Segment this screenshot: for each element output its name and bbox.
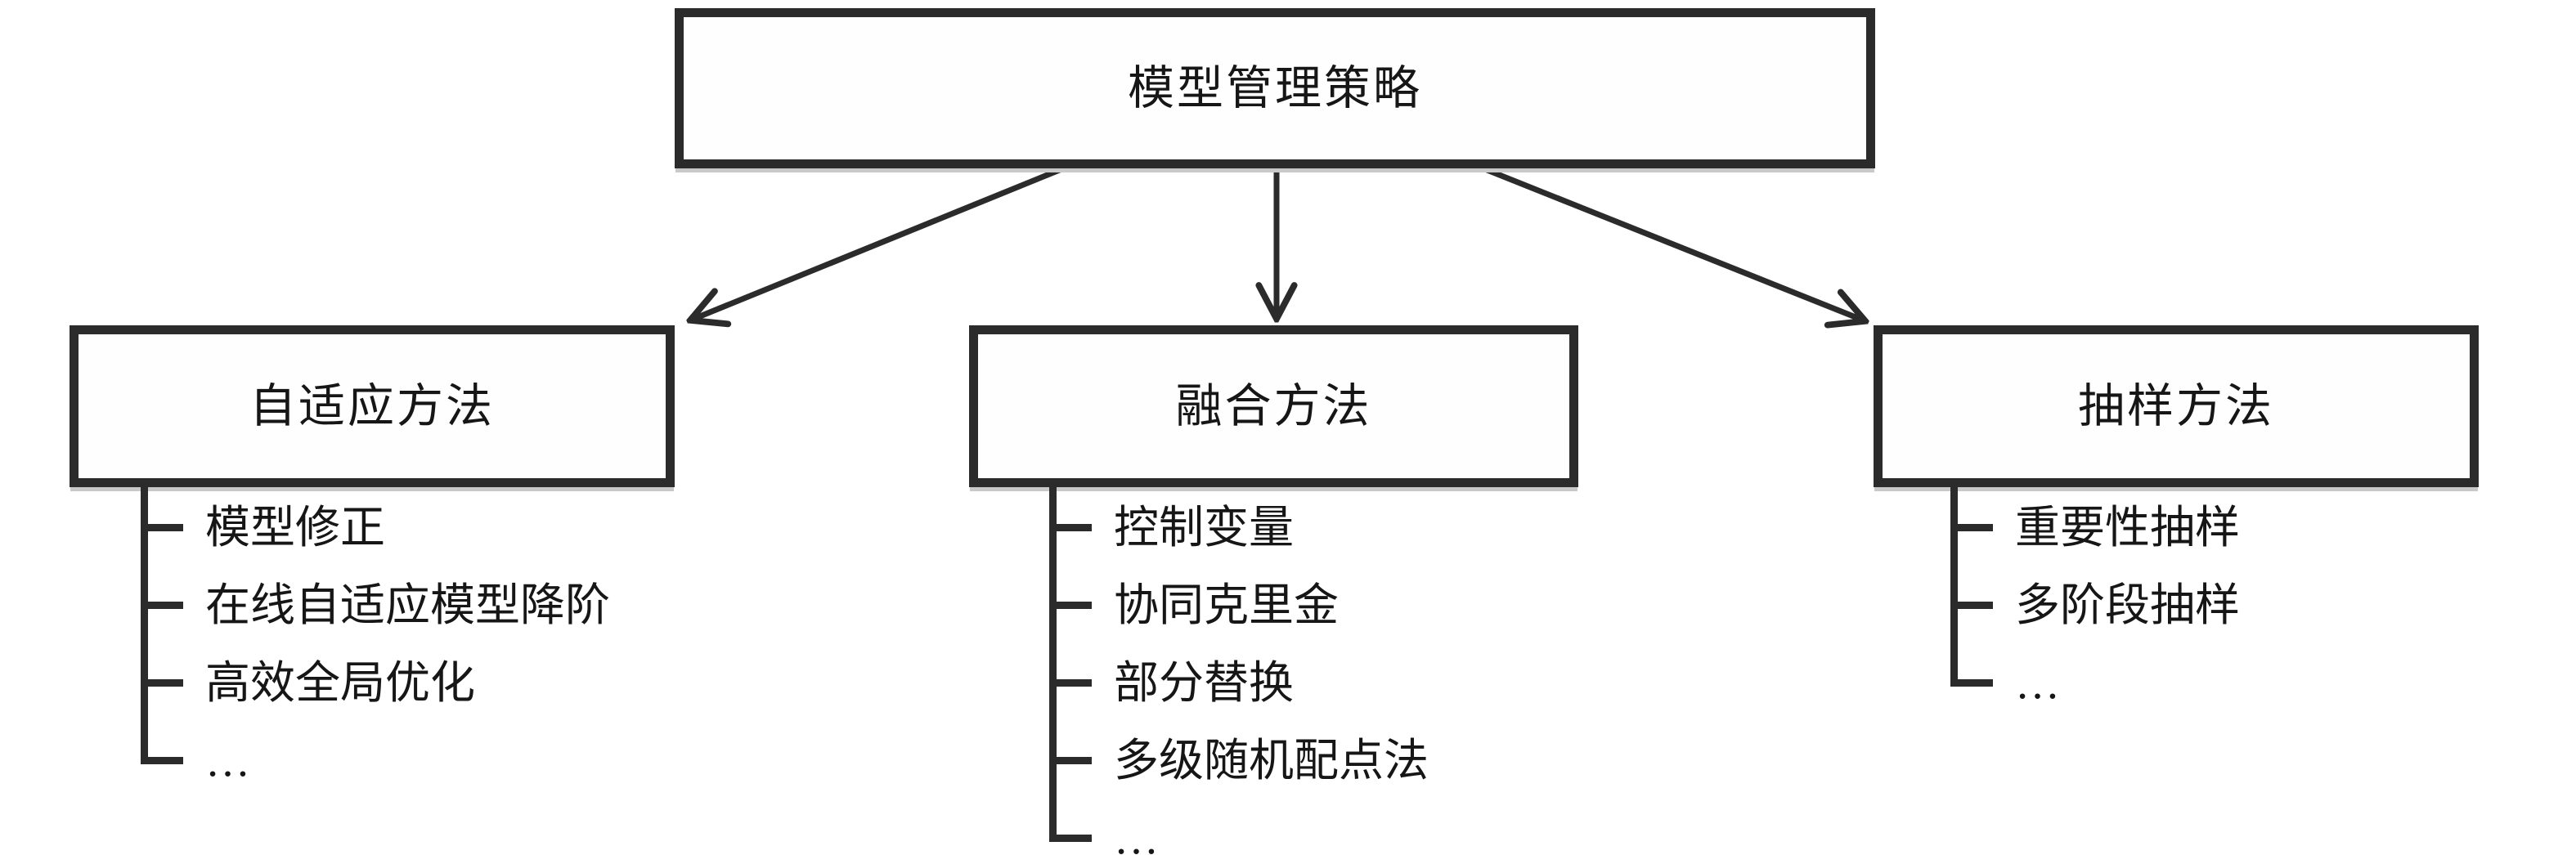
branch-item: …: [1049, 799, 1638, 855]
arrow-root-to-sampling: [1483, 166, 1864, 320]
branch-item-label: …: [1114, 813, 1159, 855]
tick-mark: [1950, 602, 1993, 609]
branch-item: 在线自适应模型降阶: [141, 566, 729, 644]
branch-item-label: 模型修正: [205, 503, 386, 553]
tick-mark: [1049, 524, 1092, 531]
branch-list-adaptive: 模型修正在线自适应模型降阶高效全局优化 …: [141, 485, 729, 799]
branch-box-sampling: 抽样方法: [1874, 325, 2479, 487]
branch-label-sampling: 抽样方法: [2078, 380, 2274, 432]
branch-item: 重要性抽样: [1950, 489, 2539, 566]
branch-item-label: 多级随机配点法: [1114, 736, 1429, 786]
tick-mark: [1049, 679, 1092, 687]
root-node-label: 模型管理策略: [1128, 62, 1422, 114]
arrow-root-to-adaptive: [692, 166, 1063, 320]
branch-label-adaptive: 自适应方法: [249, 380, 495, 432]
branch-item: 协同克里金: [1049, 566, 1638, 644]
branch-list-sampling: 重要性抽样多阶段抽样 …: [1950, 485, 2539, 722]
tick-mark: [141, 679, 183, 687]
tick-mark: [1049, 602, 1092, 609]
branch-stem: [1950, 485, 1958, 687]
branch-item: 多级随机配点法: [1049, 722, 1638, 799]
tick-mark: [141, 757, 183, 764]
branch-stem: [141, 485, 148, 764]
branch-item: …: [141, 722, 729, 799]
branch-item-label: 部分替换: [1114, 658, 1295, 708]
branch-item-label: 高效全局优化: [205, 658, 476, 708]
branch-item-label: 重要性抽样: [2015, 503, 2241, 553]
branch-list-fusion: 控制变量协同克里金部分替换多级随机配点法 …: [1049, 485, 1638, 855]
branch-item-label: …: [2015, 658, 2060, 708]
tick-mark: [1950, 679, 1993, 687]
branch-item: …: [1950, 644, 2539, 722]
branch-item: 高效全局优化: [141, 644, 729, 722]
tick-mark: [1950, 524, 1993, 531]
branch-item-label: 控制变量: [1114, 503, 1295, 553]
tick-mark: [1049, 757, 1092, 764]
branch-items: 重要性抽样多阶段抽样 …: [1950, 485, 2539, 722]
branch-box-adaptive: 自适应方法: [70, 325, 675, 487]
tick-mark: [141, 524, 183, 531]
branch-label-fusion: 融合方法: [1175, 380, 1372, 432]
branch-item-label: …: [205, 736, 250, 786]
branch-item-label: 协同克里金: [1114, 580, 1340, 630]
tick-mark: [1049, 835, 1092, 842]
branch-item: 多阶段抽样: [1950, 566, 2539, 644]
tick-mark: [141, 602, 183, 609]
branch-box-fusion: 融合方法: [969, 325, 1578, 487]
branch-items: 模型修正在线自适应模型降阶高效全局优化 …: [141, 485, 729, 799]
branch-item: 模型修正: [141, 489, 729, 566]
branch-item: 部分替换: [1049, 644, 1638, 722]
branch-item-label: 在线自适应模型降阶: [205, 580, 611, 630]
branch-items: 控制变量协同克里金部分替换多级随机配点法 …: [1049, 485, 1638, 855]
root-node-box: 模型管理策略: [675, 8, 1875, 168]
branch-stem: [1049, 485, 1057, 842]
branch-item: 控制变量: [1049, 489, 1638, 566]
branch-item-label: 多阶段抽样: [2015, 580, 2241, 630]
